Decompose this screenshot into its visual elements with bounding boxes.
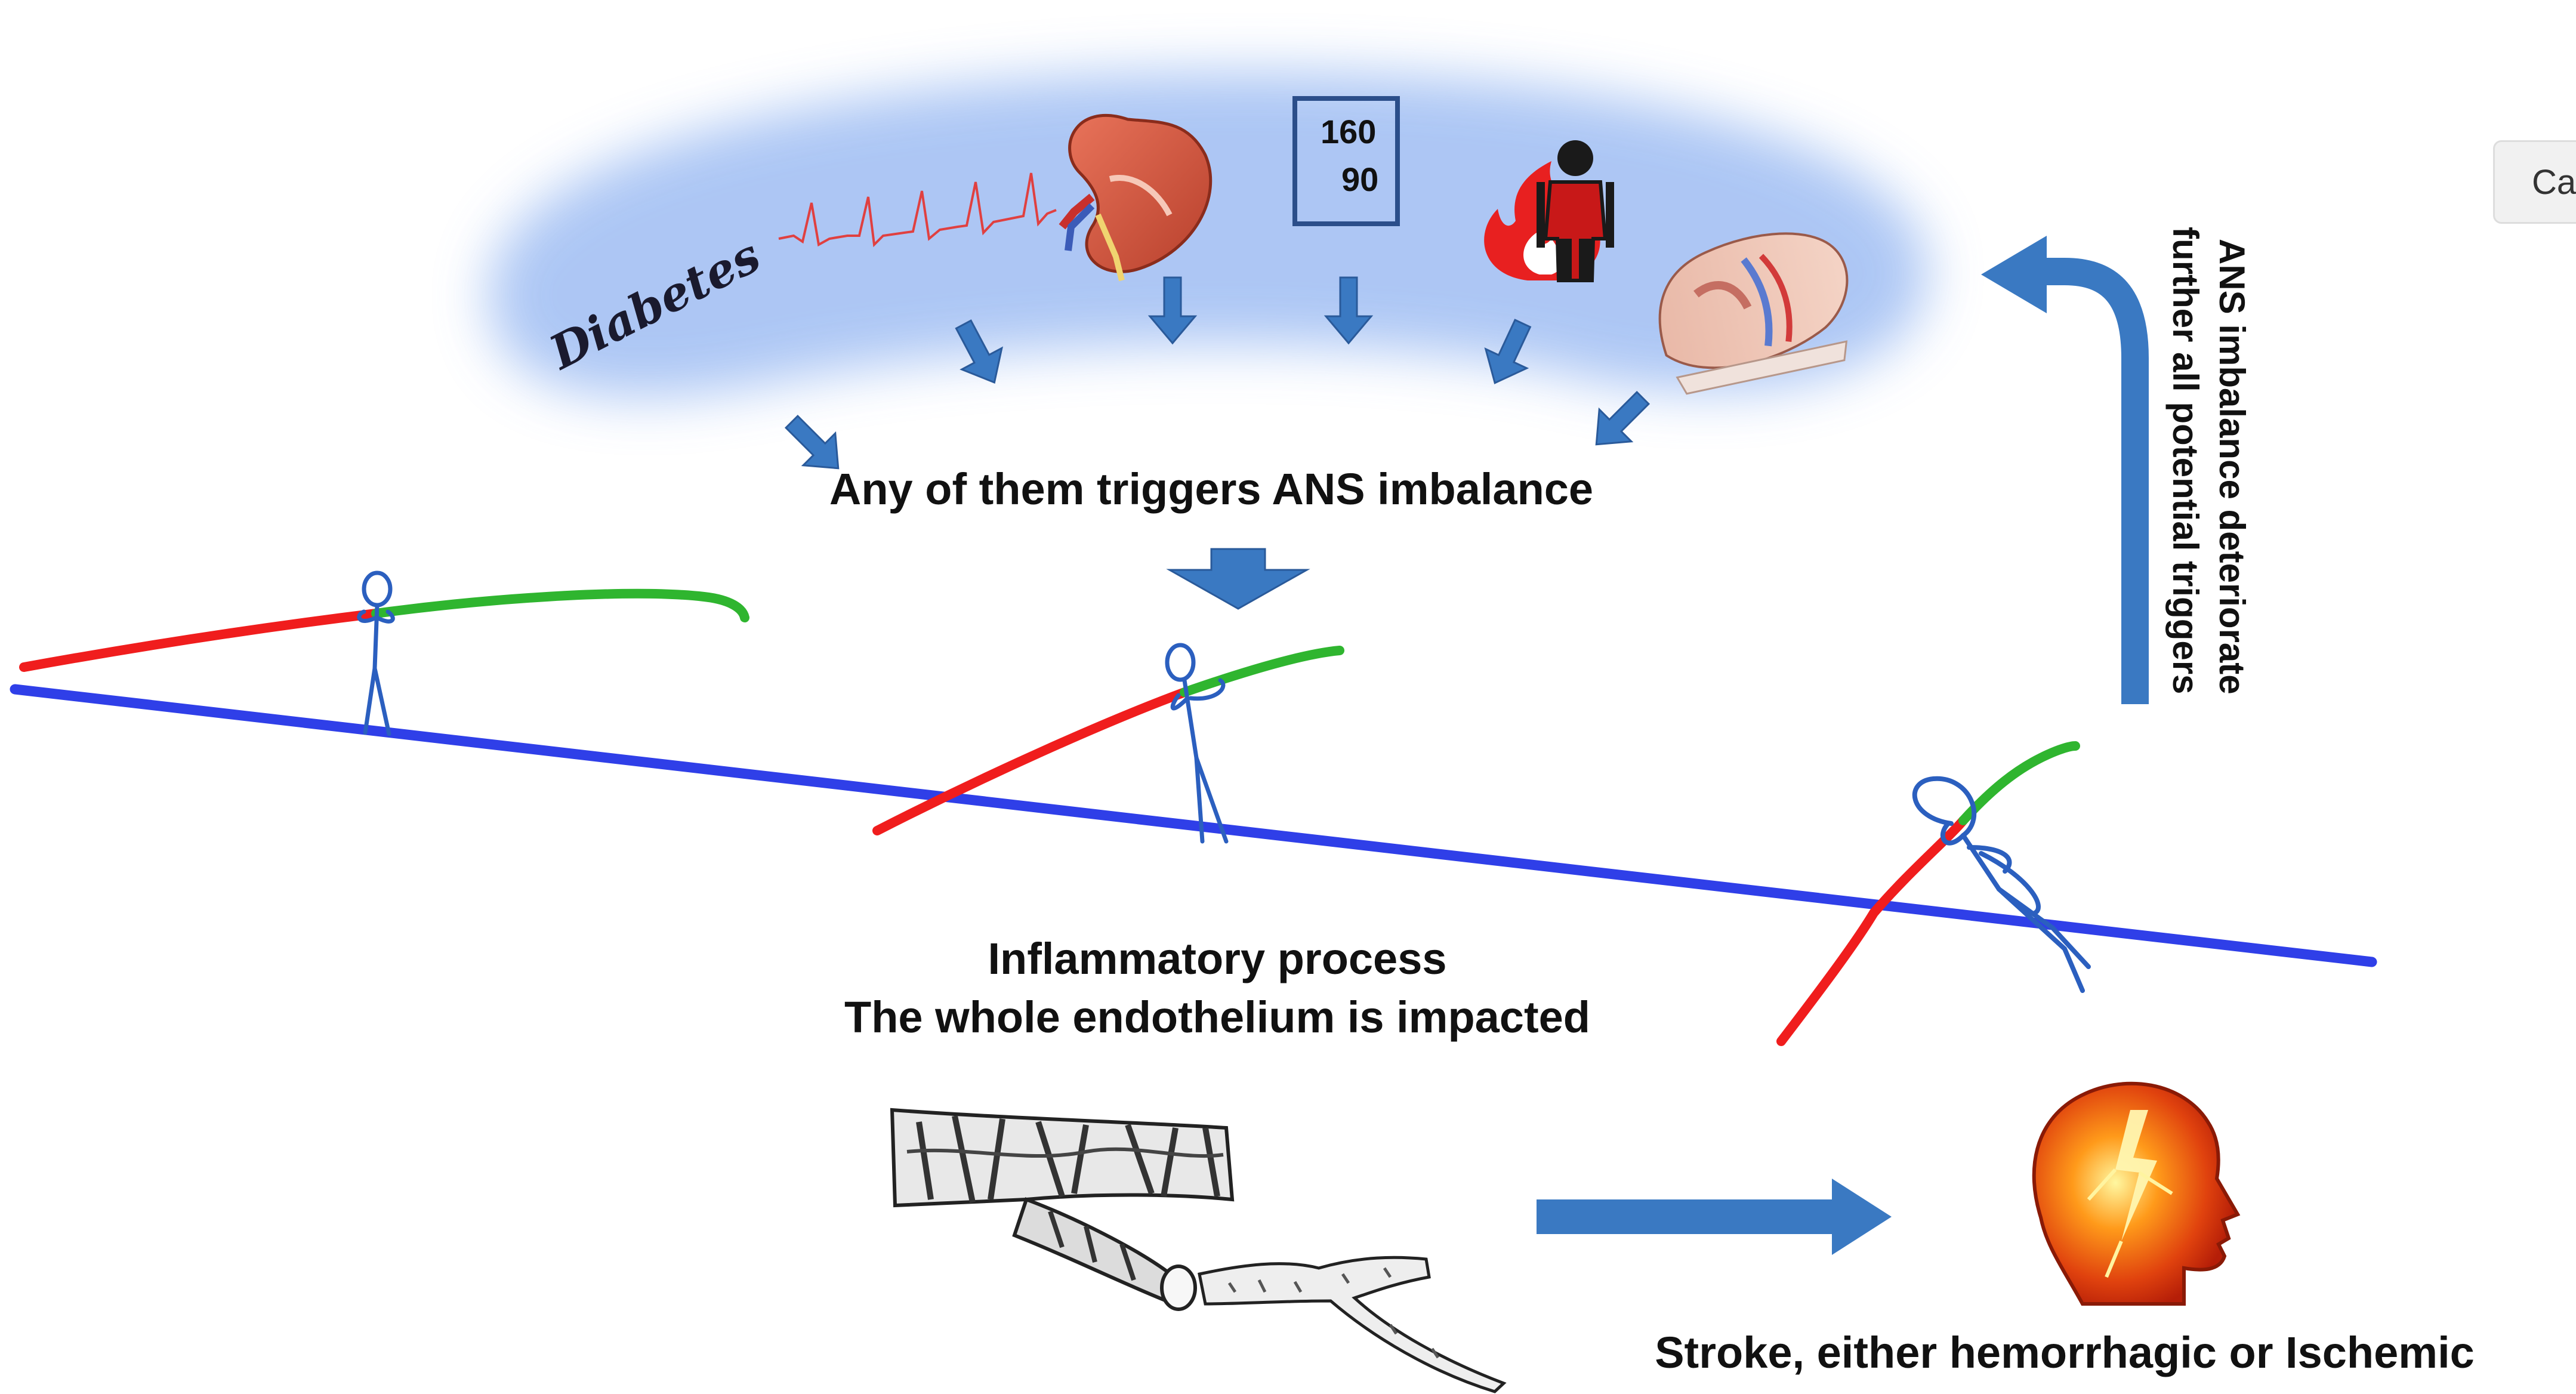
stroke-label: Stroke, either hemorrhagic or Ischemic	[1655, 1328, 2475, 1377]
ans-down-arrow	[1166, 548, 1310, 610]
ans-feedback-line1: ANS imbalance deteriorate	[2212, 239, 2252, 695]
blood-pressure-box: 160 90	[1292, 96, 1400, 226]
inflammatory-line1: Inflammatory process	[988, 934, 1446, 983]
ans-feedback-arrow	[1981, 236, 2149, 704]
stroke-head-icon	[2032, 1081, 2241, 1306]
trigger-arrow	[1147, 276, 1198, 345]
damaged-vessel-illustration	[890, 1108, 1507, 1393]
trigger-arrow	[1595, 390, 1651, 446]
endothelium-baseline	[10, 684, 2377, 967]
trigger-arrow	[784, 414, 840, 470]
trigger-arrow	[1324, 276, 1374, 345]
ecg-waveform-icon	[778, 172, 1057, 248]
trigger-arrows	[784, 276, 1651, 470]
sleep-apnea-airway-icon	[1658, 232, 1849, 395]
trigger-arrow	[1484, 319, 1532, 384]
inflammatory-line2: The whole endothelium is impacted	[844, 992, 1590, 1042]
trigger-arrow	[955, 319, 1004, 384]
bp-systolic-value: 160	[1321, 113, 1376, 150]
ans-feedback-line2: further all potential triggers	[2165, 227, 2205, 694]
side-tab-button[interactable]: Ca	[2493, 140, 2576, 224]
balance-figure-middle	[872, 643, 1344, 844]
ans-feedback-text: ANS imbalance deteriorate further all po…	[2165, 227, 2252, 695]
bp-diastolic-value: 90	[1341, 161, 1378, 198]
balance-figure-right	[1776, 741, 2091, 1046]
ans-trigger-label: Any of them triggers ANS imbalance	[829, 464, 1593, 514]
balance-figure-left	[19, 570, 749, 736]
side-tab-label: Ca	[2532, 163, 2576, 202]
inflamed-person-icon	[1537, 140, 1614, 282]
kidney-icon	[1059, 114, 1213, 282]
to-stroke-arrow	[1537, 1179, 1892, 1255]
